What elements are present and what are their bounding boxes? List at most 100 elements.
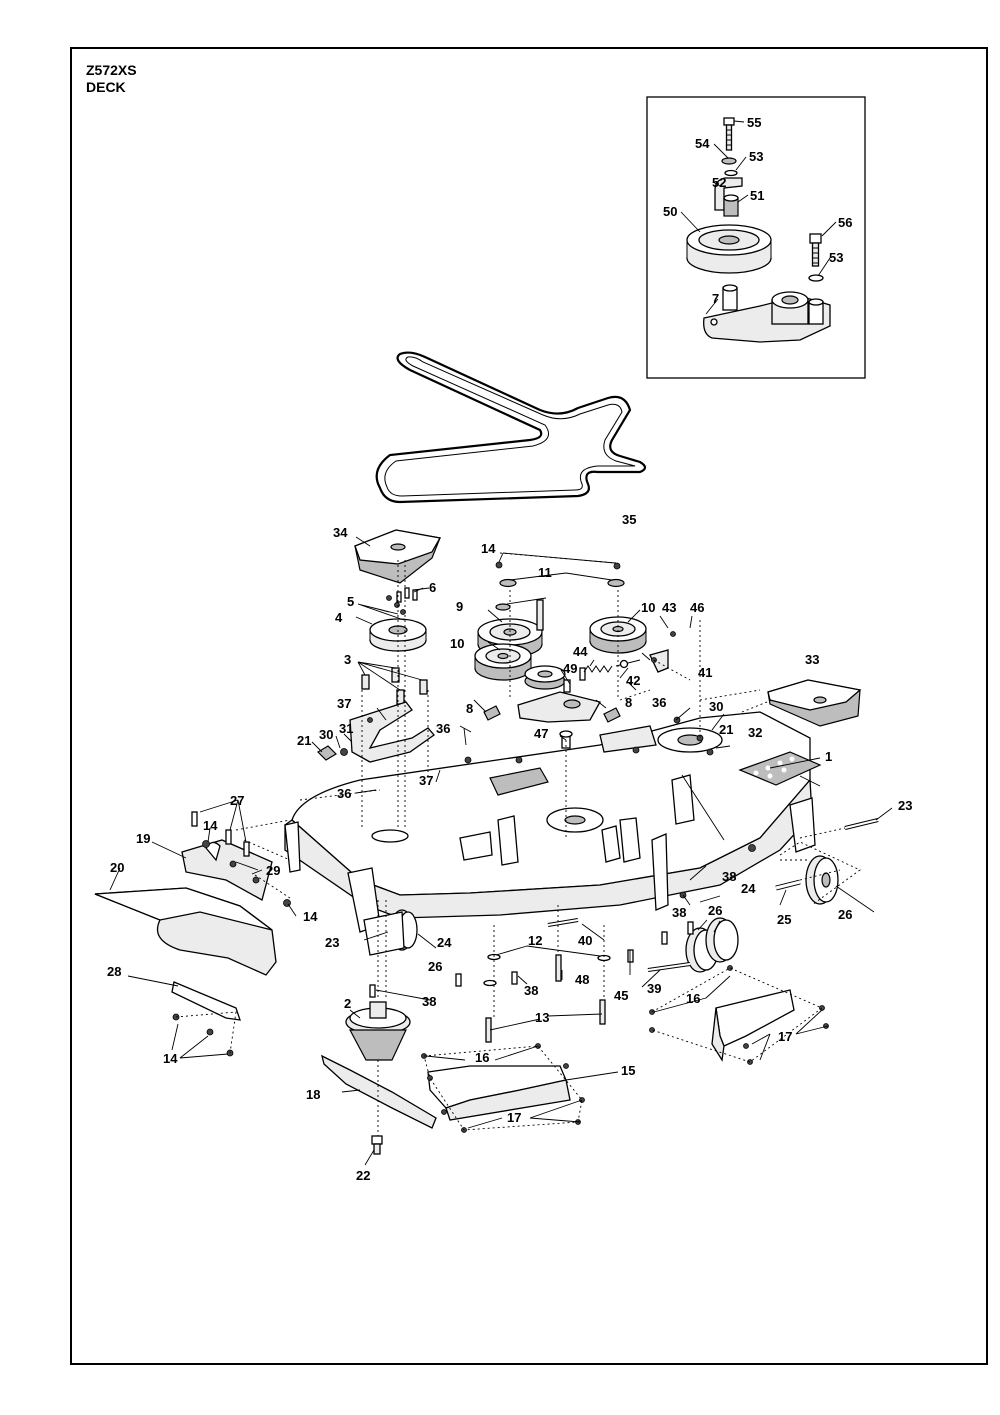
callout-9: 9 bbox=[456, 599, 463, 614]
callout-52: 52 bbox=[712, 175, 726, 190]
callout-17a: 17 bbox=[778, 1029, 792, 1044]
callout-28: 28 bbox=[107, 964, 121, 979]
callout-33: 33 bbox=[805, 652, 819, 667]
part-52-arm bbox=[714, 177, 743, 211]
callout-14a: 14 bbox=[481, 541, 496, 556]
callout-48: 48 bbox=[575, 972, 589, 987]
callout-38b: 38 bbox=[672, 905, 686, 920]
callout-4: 4 bbox=[335, 610, 343, 625]
callout-13: 13 bbox=[535, 1010, 549, 1025]
callout-19: 19 bbox=[136, 831, 150, 846]
callout-15: 15 bbox=[621, 1063, 635, 1078]
callout-24a: 24 bbox=[741, 881, 756, 896]
callout-22: 22 bbox=[356, 1168, 370, 1183]
callout-7: 7 bbox=[712, 291, 719, 306]
section-title: DECK bbox=[86, 79, 126, 95]
callout-16b: 16 bbox=[475, 1050, 489, 1065]
callout-10a: 10 bbox=[450, 636, 464, 651]
callout-14b: 14 bbox=[203, 818, 218, 833]
part-55-bolt bbox=[723, 117, 735, 151]
callout-36c: 36 bbox=[337, 786, 351, 801]
callout-40: 40 bbox=[578, 933, 592, 948]
callout-45: 45 bbox=[614, 988, 628, 1003]
hardware-11-14 bbox=[495, 552, 625, 611]
callout-56: 56 bbox=[838, 215, 852, 230]
inset-idler-assembly bbox=[646, 96, 866, 379]
callout-8b: 8 bbox=[625, 695, 632, 710]
callout-5: 5 bbox=[347, 594, 354, 609]
callout-49: 49 bbox=[563, 661, 577, 676]
callout-53b: 53 bbox=[829, 250, 843, 265]
part-10-pulley-left bbox=[474, 643, 532, 681]
part-16-baffle-right bbox=[711, 989, 795, 1062]
part-53-washer-lower bbox=[808, 274, 824, 282]
part-35-belt bbox=[375, 351, 647, 504]
callout-36b: 36 bbox=[436, 721, 450, 736]
model-number: Z572XS bbox=[86, 62, 137, 78]
callout-39: 39 bbox=[647, 981, 661, 996]
part-50-idler-pulley bbox=[686, 224, 772, 274]
part-53-washer bbox=[724, 169, 738, 177]
callout-37a: 37 bbox=[337, 696, 351, 711]
callout-17b: 17 bbox=[507, 1110, 521, 1125]
part-10-pulley-right bbox=[589, 616, 647, 654]
part-15-baffle-front bbox=[427, 1065, 571, 1121]
part-33-belt-cover-right bbox=[767, 679, 862, 727]
part-34-belt-cover-left bbox=[354, 529, 442, 584]
callout-32: 32 bbox=[748, 725, 762, 740]
callout-50: 50 bbox=[663, 204, 677, 219]
callout-25: 25 bbox=[777, 912, 791, 927]
callout-38d: 38 bbox=[422, 994, 436, 1009]
callout-46: 46 bbox=[690, 600, 704, 615]
callout-34: 34 bbox=[333, 525, 348, 540]
callout-14c: 14 bbox=[303, 909, 318, 924]
part-18-mower-blade bbox=[321, 1054, 437, 1129]
callout-42: 42 bbox=[626, 673, 640, 688]
callout-labels: 55 54 53 52 51 50 56 53 7 35 34 14 11 6 … bbox=[107, 115, 912, 1183]
callout-55: 55 bbox=[747, 115, 761, 130]
part-2-spindle-assembly bbox=[345, 1001, 411, 1061]
part-54-washer bbox=[721, 157, 737, 165]
callout-29: 29 bbox=[266, 863, 280, 878]
callout-11: 11 bbox=[538, 565, 552, 580]
page-border bbox=[70, 47, 988, 1365]
part-56-bolt bbox=[809, 233, 822, 267]
callout-18: 18 bbox=[306, 1087, 320, 1102]
callout-38a: 38 bbox=[722, 869, 736, 884]
callout-31: 31 bbox=[339, 721, 353, 736]
hardware-12-13-38-45-48 bbox=[369, 716, 756, 1043]
callout-8a: 8 bbox=[466, 701, 473, 716]
callout-24b: 24 bbox=[437, 935, 452, 950]
callout-30a: 30 bbox=[709, 699, 723, 714]
callout-14d: 14 bbox=[163, 1051, 178, 1066]
callout-27: 27 bbox=[230, 793, 244, 808]
callout-51: 51 bbox=[750, 188, 764, 203]
callout-30b: 30 bbox=[319, 727, 333, 742]
callout-26c: 26 bbox=[428, 959, 442, 974]
callout-41: 41 bbox=[698, 665, 712, 680]
callout-44: 44 bbox=[573, 644, 588, 659]
diagram-heading: Z572XS DECK bbox=[86, 62, 137, 96]
part-28-chute-rod bbox=[171, 981, 241, 1021]
callout-35: 35 bbox=[622, 512, 636, 527]
part-22-blade-bolt bbox=[371, 1135, 383, 1155]
callout-leaders bbox=[109, 536, 893, 1166]
callout-36a: 36 bbox=[652, 695, 666, 710]
callout-10b: 10 bbox=[641, 600, 655, 615]
callout-26a: 26 bbox=[708, 903, 722, 918]
callout-26b: 26 bbox=[838, 907, 852, 922]
part-20-discharge-chute bbox=[94, 887, 277, 976]
part-44-spring bbox=[583, 631, 676, 673]
part-1-mower-deck bbox=[284, 711, 822, 933]
callout-3: 3 bbox=[344, 652, 351, 667]
part-51-spacer bbox=[723, 194, 739, 217]
part-26-caster-wheel-right bbox=[805, 855, 839, 905]
callout-53: 53 bbox=[749, 149, 763, 164]
callout-6: 6 bbox=[429, 580, 436, 595]
callout-38c: 38 bbox=[524, 983, 538, 998]
callout-1: 1 bbox=[825, 749, 832, 764]
callout-47: 47 bbox=[534, 726, 548, 741]
callout-23b: 23 bbox=[325, 935, 339, 950]
callout-21b: 21 bbox=[297, 733, 311, 748]
